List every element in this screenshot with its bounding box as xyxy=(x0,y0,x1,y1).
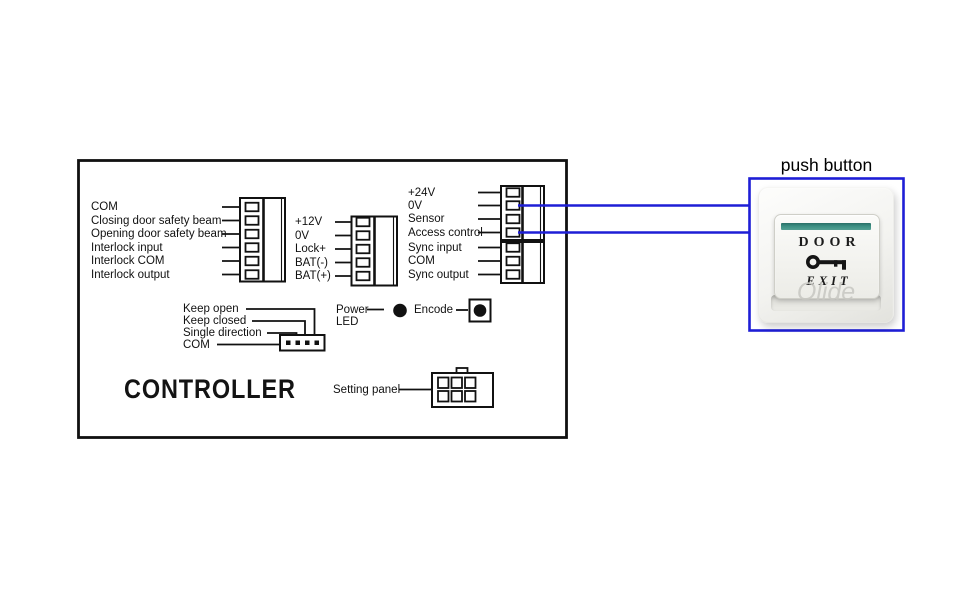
io-terminal-block-top xyxy=(478,185,545,241)
door-text: DOOR xyxy=(798,235,861,250)
power-terminal-block xyxy=(335,215,398,287)
indicator-bar xyxy=(781,223,871,230)
controller-title: CONTROLLER xyxy=(124,374,296,404)
power-led-indicator xyxy=(367,303,407,318)
mode-jumper-connector xyxy=(217,308,326,352)
label-bat-minus: BAT(-) xyxy=(295,256,329,269)
label-interlock-input: Interlock input xyxy=(91,241,163,254)
setting-panel-connector xyxy=(399,367,494,408)
label-access-control: Access control xyxy=(408,226,483,239)
label-12v: +12V xyxy=(295,216,323,228)
label-interlock-output: Interlock output xyxy=(91,268,170,281)
label-sync-input: Sync input xyxy=(408,241,462,254)
label-com-io: COM xyxy=(408,255,435,267)
io-terminal-block-bottom xyxy=(478,241,545,284)
exit-button-face: DOOR EXIT xyxy=(774,214,880,299)
label-sync-output: Sync output xyxy=(408,268,469,281)
label-power: Power xyxy=(336,303,369,316)
label-keep-closed: Keep closed xyxy=(183,315,247,327)
controller-outline xyxy=(77,159,568,439)
label-closing-door-safety-beam: Closing door safety beam xyxy=(91,214,222,227)
encode-button xyxy=(456,298,492,323)
label-opening-door-safety-beam: Opening door safety beam xyxy=(91,228,227,240)
label-0v-io: 0V xyxy=(408,199,423,212)
label-interlock-com: Interlock COM xyxy=(91,255,165,267)
label-setting-panel: Setting panel xyxy=(333,383,401,396)
label-bat-plus: BAT(+) xyxy=(295,270,331,282)
watermark: Olide xyxy=(796,278,856,306)
push-button-device: DOOR EXIT Olide xyxy=(758,187,894,323)
label-encode: Encode xyxy=(414,304,454,316)
push-button-caption: push button xyxy=(780,155,873,175)
key-icon xyxy=(806,255,846,270)
label-24v: +24V xyxy=(408,186,436,199)
label-com: COM xyxy=(91,201,118,213)
push-button-frame xyxy=(748,177,905,332)
label-lock: Lock+ xyxy=(295,243,327,255)
exit-text: EXIT xyxy=(806,274,852,288)
label-single-direction: Single direction xyxy=(183,327,262,339)
connection-wires xyxy=(518,204,750,234)
label-0v: 0V xyxy=(295,229,310,242)
left-terminal-block xyxy=(222,197,286,283)
label-sensor: Sensor xyxy=(408,213,445,225)
label-led: LED xyxy=(336,316,359,328)
push-button-bezel xyxy=(771,295,881,311)
label-jumper-com: COM xyxy=(183,338,210,351)
label-keep-open: Keep open xyxy=(183,303,239,315)
